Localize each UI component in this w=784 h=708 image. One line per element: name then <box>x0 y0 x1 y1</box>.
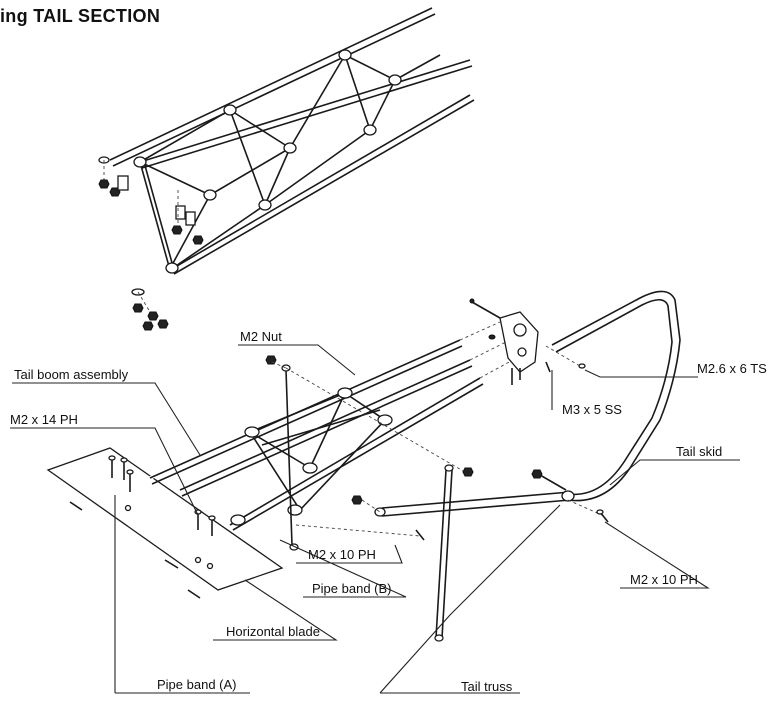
tail-truss-drawing <box>351 464 571 642</box>
label-m26x6ts: M2.6 x 6 TS <box>697 361 767 376</box>
leader-lines <box>10 344 740 694</box>
horizontal-blade-drawing <box>46 447 284 599</box>
page-title: ing TAIL SECTION <box>0 6 161 26</box>
label-m2x10ph-right: M2 x 10 PH <box>630 572 698 587</box>
label-pipe-band-b: Pipe band (B) <box>312 581 392 596</box>
label-pipe-band-a: Pipe band (A) <box>157 677 237 692</box>
label-m3x5ss: M3 x 5 SS <box>562 402 622 417</box>
label-tail-skid: Tail skid <box>676 444 723 459</box>
label-m2-nut: M2 Nut <box>240 329 282 344</box>
label-m2x14ph: M2 x 14 PH <box>10 412 78 427</box>
label-m2x10ph-center: M2 x 10 PH <box>308 547 376 562</box>
tail-gear-case-drawing <box>469 298 586 385</box>
label-tail-boom-assembly: Tail boom assembly <box>14 367 129 382</box>
tail-skid-drawing <box>531 289 682 523</box>
label-tail-truss: Tail truss <box>461 679 513 694</box>
upper-truss-detail <box>98 6 475 331</box>
label-horizontal-blade: Horizontal blade <box>226 624 320 639</box>
lower-tail-boom-drawing <box>149 321 521 551</box>
